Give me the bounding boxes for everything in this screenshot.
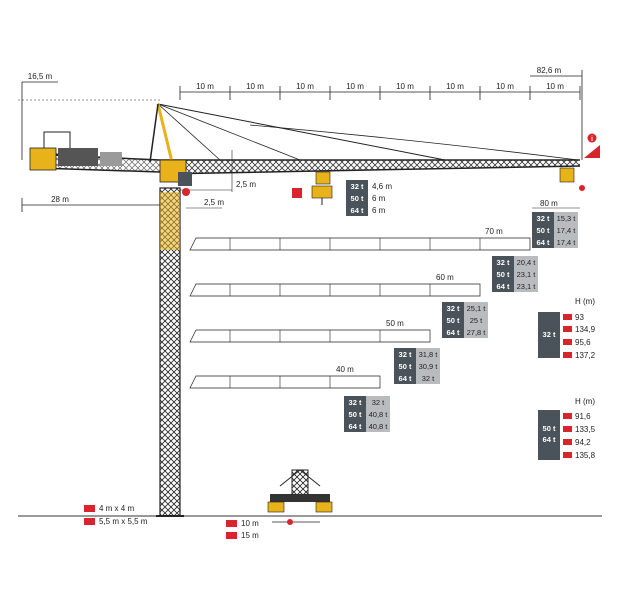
jib-40-cap-3: 64 t [349, 422, 362, 431]
height-table-2-val-1: 91,6 [575, 412, 591, 421]
jib-40-cap-2: 50 t [349, 410, 362, 419]
top-dimension: 10 m 10 m 10 m 10 m 10 m 10 m 10 m 10 m [179, 82, 581, 100]
jib-70-val-1: 20,4 t [517, 258, 537, 267]
jib-60-val-1: 25,1 t [467, 304, 487, 313]
segment-label-3: 10 m [296, 82, 314, 91]
offset-dimensions: 2,5 m 2,5 m [180, 150, 256, 209]
jib-40-val-3: 40,8 t [369, 422, 389, 431]
travel-base [267, 469, 333, 525]
jib-length-40: 40 m [336, 365, 354, 374]
height-table-1-val-4: 137,2 [575, 351, 596, 360]
segment-label-6: 10 m [446, 82, 464, 91]
max-radius-label: 82,6 m [537, 66, 562, 75]
hook-cap-3: 64 t [351, 206, 364, 215]
segment-label-4: 10 m [346, 82, 364, 91]
height-table-1-val-1: 93 [575, 313, 584, 322]
jib-60-val-2: 25 t [470, 316, 483, 325]
height-table-1-val-3: 95,6 [575, 338, 591, 347]
base-5x5-icon [84, 518, 95, 525]
gauge-10-icon [226, 520, 237, 527]
main-jib: i [157, 103, 600, 175]
jib-length-50: 50 m [386, 319, 404, 328]
height-table-2-val-2: 133,5 [575, 425, 596, 434]
height-table-2-val-3: 94,2 [575, 438, 591, 447]
height-table-2-cap-2: 64 t [543, 435, 556, 444]
segment-label-2: 10 m [246, 82, 264, 91]
jib-80-cap-2: 50 t [537, 226, 550, 235]
hook-cap-1: 32 t [351, 182, 364, 191]
jib-40-val-1: 32 t [372, 398, 385, 407]
offset-label-1: 2,5 m [236, 180, 256, 189]
base-legend-2: 5,5 m x 5,5 m [99, 517, 148, 526]
head-height-dimension: 16,5 m [18, 72, 160, 160]
jib-50-cap-3: 64 t [399, 374, 412, 383]
hook-val-1: 4,6 m [372, 182, 392, 191]
counter-jib-label: 28 m [51, 195, 69, 204]
jib-60-cap-3: 64 t [447, 328, 460, 337]
hook-cap-2: 50 t [351, 194, 364, 203]
height-table-1-val-2: 134,9 [575, 325, 596, 334]
height-table-1-cap: 32 t [543, 330, 556, 339]
gauge-15-icon [226, 532, 237, 539]
height-table-50-64t: H (m) 50 t 64 t 91,6 133,5 94,2 135,8 [538, 397, 596, 460]
jib-50-val-2: 30,9 t [419, 362, 439, 371]
jib-70-cap-1: 32 t [497, 258, 510, 267]
height-table-2-cap-1: 50 t [543, 424, 556, 433]
jib-config-70: 70 m 32 t 50 t 64 t 20,4 t 23,1 t 23,1 t [189, 227, 538, 292]
jib-80-val-2: 17,4 t [557, 226, 577, 235]
segment-label-7: 10 m [496, 82, 514, 91]
counter-jib [29, 131, 161, 173]
counter-jib-dimension: 28 m [21, 195, 160, 212]
travel-legend: 10 m 15 m [226, 519, 259, 540]
jib-80-cap-3: 64 t [537, 238, 550, 247]
segment-label-1: 10 m [196, 82, 214, 91]
base-legend-1: 4 m x 4 m [99, 504, 134, 513]
base-legend: 4 m x 4 m 5,5 m x 5,5 m [84, 504, 148, 526]
jib-50-val-3: 32 t [422, 374, 435, 383]
jib-80-val-1: 15,3 t [557, 214, 577, 223]
hook-val-3: 6 m [372, 206, 386, 215]
hook-val-2: 6 m [372, 194, 386, 203]
svg-text:i: i [591, 136, 593, 143]
height-table-1-title: H (m) [575, 297, 595, 306]
travel-legend-1: 10 m [241, 519, 259, 528]
jib-70-cap-2: 50 t [497, 270, 510, 279]
segment-label-8: 10 m [546, 82, 564, 91]
height-table-2-val-4: 135,8 [575, 451, 596, 460]
jib-60-val-3: 27,8 t [467, 328, 487, 337]
height-table-32t: H (m) 32 t 93 134,9 95,6 137,2 [538, 297, 596, 360]
jib-config-60: 60 m 32 t 50 t 64 t 25,1 t 25 t 27,8 t [189, 273, 488, 338]
jib-40-cap-1: 32 t [349, 398, 362, 407]
max-radius-dimension: 82,6 m [530, 66, 583, 160]
jib-40-val-2: 40,8 t [369, 410, 389, 419]
jib-length-60: 60 m [436, 273, 454, 282]
tower-head [149, 103, 192, 196]
jib-70-val-3: 23,1 t [517, 282, 537, 291]
jib-80-val-3: 17,4 t [557, 238, 577, 247]
tower-mast [156, 187, 184, 517]
trolley [292, 167, 585, 205]
segment-label-5: 10 m [396, 82, 414, 91]
jib-80-cap-1: 32 t [537, 214, 550, 223]
jib-50-val-1: 31,8 t [419, 350, 439, 359]
hook-capacity-table: 32 t 50 t 64 t 4,6 m 6 m 6 m [346, 180, 392, 216]
travel-legend-2: 15 m [241, 531, 259, 540]
jib-length-70: 70 m [485, 227, 503, 236]
jib-50-cap-2: 50 t [399, 362, 412, 371]
jib-70-val-2: 23,1 t [517, 270, 537, 279]
jib-config-50: 50 m 32 t 50 t 64 t 31,8 t 30,9 t 32 t [189, 319, 440, 384]
jib-60-cap-1: 32 t [447, 304, 460, 313]
height-table-2-title: H (m) [575, 397, 595, 406]
head-height-label: 16,5 m [28, 72, 53, 81]
jib-50-cap-1: 32 t [399, 350, 412, 359]
jib-config-80: 80 m 32 t 50 t 64 t 15,3 t 17,4 t 17,4 t [532, 199, 580, 248]
jib-length-80: 80 m [540, 199, 558, 208]
jib-60-cap-2: 50 t [447, 316, 460, 325]
jib-config-40: 40 m 32 t 50 t 64 t 32 t 40,8 t 40,8 t [189, 365, 390, 432]
jib-70-cap-3: 64 t [497, 282, 510, 291]
offset-label-2: 2,5 m [204, 198, 224, 207]
base-4x4-icon [84, 505, 95, 512]
